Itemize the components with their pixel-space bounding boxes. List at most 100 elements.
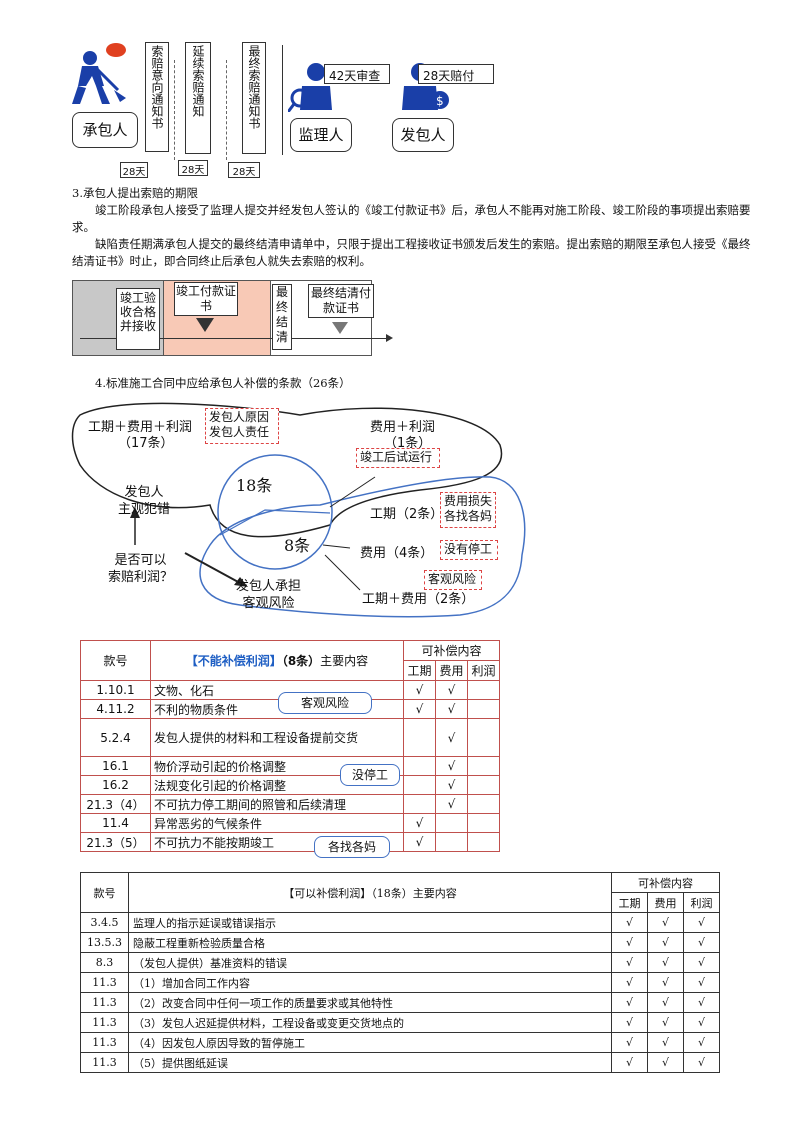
time-header: 工期 <box>611 892 648 913</box>
row-no: 21.3（4） <box>80 794 151 814</box>
row-cost: √ <box>435 699 468 719</box>
row-profit: √ <box>683 932 720 953</box>
no-profit-table: 款号 【不能补偿利润】（8条）主要内容 可补偿内容 工期 费用 利润 1.10.… <box>80 640 500 852</box>
row-content: （2）改变合同中任何一项工作的质量要求或其他特性 <box>128 992 612 1013</box>
profit-table: 款号 【可以补偿利润】（18条）主要内容 可补偿内容 工期 费用 利润 3.4.… <box>80 872 720 1073</box>
table-header-row: 款号 【不能补偿利润】（8条）主要内容 可补偿内容 <box>80 640 500 681</box>
row-no: 11.3 <box>80 972 129 993</box>
row-time <box>403 775 436 795</box>
cost-header: 费用 <box>435 660 468 681</box>
row-time: √ <box>403 680 436 700</box>
timeline-arrowhead <box>386 334 393 342</box>
right-tag-1: 费用损失 各找各妈 <box>440 492 496 528</box>
claim-intent-notice-text: 索赔意向通知书 <box>150 45 164 129</box>
row-time: √ <box>611 1032 648 1053</box>
row-profit <box>467 756 500 776</box>
top-left-label: 工期＋费用＋利润 <box>88 420 193 435</box>
row-profit <box>467 794 500 814</box>
row-no: 11.3 <box>80 1052 129 1073</box>
row-time: √ <box>611 992 648 1013</box>
supervisor-icon <box>288 63 332 112</box>
row-time <box>403 794 436 814</box>
row-no: 11.3 <box>80 1012 129 1033</box>
timeline-box-completion-cert: 竣工付款证书 <box>174 282 238 316</box>
row-cost: √ <box>435 775 468 795</box>
table-row: 11.3（3）发包人迟延提供材料，工程设备或变更交货地点的√√√ <box>80 1012 720 1033</box>
row-cost: √ <box>435 794 468 814</box>
row-content: （3）发包人迟延提供材料，工程设备或变更交货地点的 <box>128 1012 612 1033</box>
row-no: 3.4.5 <box>80 912 129 933</box>
row-time: √ <box>611 972 648 993</box>
title-count: （8条） <box>281 654 321 668</box>
row-profit: √ <box>683 1012 720 1033</box>
table-row: 11.3（1）增加合同工作内容√√√ <box>80 972 720 993</box>
row-time: √ <box>403 832 436 852</box>
top-left-count: （17条） <box>118 436 174 451</box>
row-no: 21.3（5） <box>80 832 151 852</box>
down-arrow-icon <box>196 318 214 332</box>
row-content: 监理人的指示延误或错误指示 <box>128 912 612 933</box>
row-content: （4）因发包人原因导致的暂停施工 <box>128 1032 612 1053</box>
row-no: 11.4 <box>80 813 151 833</box>
diagram-outlines <box>71 402 526 618</box>
row-content: 发包人提供的材料和工程设备提前交货 <box>150 718 404 757</box>
pay-days-callout: 28天赔付 <box>418 64 494 84</box>
row-time: √ <box>611 1052 648 1073</box>
row-profit: √ <box>683 1032 720 1053</box>
employer-box: 发包人 <box>392 118 454 152</box>
contractor-box: 承包人 <box>72 112 138 148</box>
dashed-divider-1 <box>174 60 175 160</box>
col-no-header: 款号 <box>80 640 151 681</box>
row-cost: √ <box>647 992 684 1013</box>
bubble-no-stop: 没停工 <box>340 764 400 786</box>
row-time <box>403 756 436 776</box>
bubble-each-own: 各找各妈 <box>314 836 390 858</box>
days-label-3: 28天 <box>228 162 260 178</box>
row-cost: √ <box>647 1012 684 1033</box>
row-content: 隐蔽工程重新检验质量合格 <box>128 932 612 953</box>
employer-fault-label: 发包人 主观犯错 <box>118 485 171 517</box>
row-content: 异常恶劣的气候条件 <box>150 813 404 833</box>
row-time: √ <box>403 813 436 833</box>
profit-header: 利润 <box>683 892 720 913</box>
timeline-box-final: 最终结清 <box>272 284 292 350</box>
right-label-1: 工期（2条） <box>370 507 444 522</box>
comp-header: 可补偿内容 <box>611 872 720 893</box>
extended-claim-notice: 延续索赔通知 <box>185 42 211 154</box>
objective-risk-label: 发包人承担 客观风险 <box>236 579 302 611</box>
top-left-tag: 发包人原因 发包人责任 <box>205 408 279 444</box>
svg-text:$: $ <box>436 94 444 108</box>
section3-heading: 3.承包人提出索赔的期限 <box>72 186 198 200</box>
table-row: 11.3（5）提供图纸延误√√√ <box>80 1052 720 1073</box>
worker-icon <box>72 43 126 104</box>
row-content: （发包人提供）基准资料的错误 <box>128 952 612 973</box>
row-time: √ <box>403 699 436 719</box>
row-profit: √ <box>683 972 720 993</box>
row-no: 11.3 <box>80 1032 129 1053</box>
row-cost: √ <box>647 912 684 933</box>
table-row: 21.3（5）不可抗力不能按期竣工√ <box>80 832 500 852</box>
right-tag-2: 没有停工 <box>440 540 498 560</box>
table-row: 21.3（4）不可抗力停工期间的照管和后续清理√ <box>80 794 500 814</box>
divider-line <box>282 45 283 155</box>
right-tag-3: 客观风险 <box>424 570 482 590</box>
profit-header: 利润 <box>467 660 500 681</box>
top-right-count: （1条） <box>384 436 432 451</box>
content-header: 【不能补偿利润】（8条）主要内容 <box>150 640 404 681</box>
row-content: 物价浮动引起的价格调整 <box>150 756 404 776</box>
row-profit <box>467 680 500 700</box>
content-header: 【可以补偿利润】（18条）主要内容 <box>128 872 612 913</box>
days-label-1: 28天 <box>120 162 148 178</box>
timeline-box-acceptance: 竣工验收合格并接收 <box>116 288 160 350</box>
table-header-row: 款号 【可以补偿利润】（18条）主要内容 可补偿内容 <box>80 872 720 913</box>
title-rest: 主要内容 <box>320 654 369 668</box>
review-days-callout: 42天审查 <box>324 64 390 84</box>
section3-paragraph-2: 缺陷责任期满承包人提交的最终结清申请单中，只限于提出工程接收证书颁发后发生的索赔… <box>72 237 751 268</box>
center-lower-count: 8条 <box>284 536 311 555</box>
row-cost: √ <box>647 1052 684 1073</box>
top-right-label: 费用＋利润 <box>370 420 436 435</box>
row-profit <box>467 832 500 852</box>
